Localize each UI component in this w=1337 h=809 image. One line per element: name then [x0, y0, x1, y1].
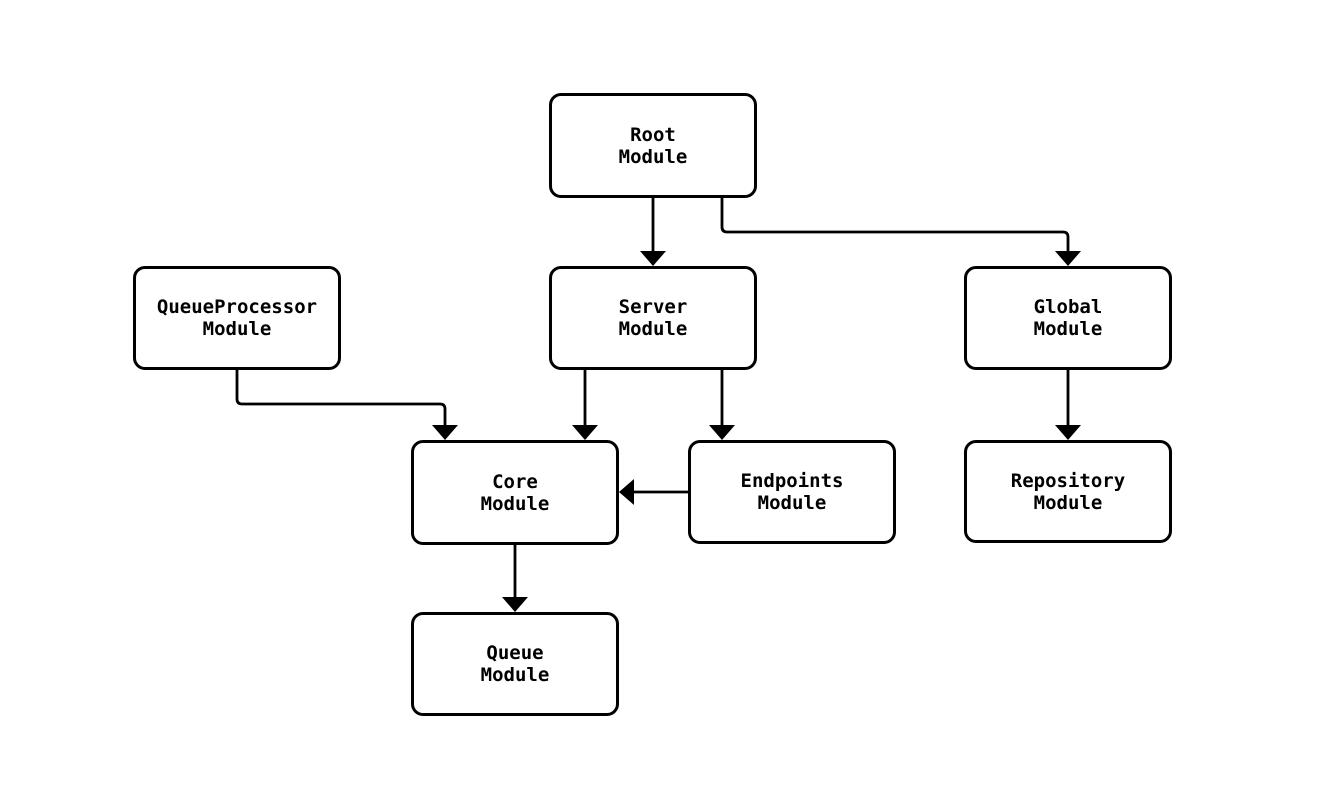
edge-global-to-repository-arrowhead — [1055, 425, 1081, 440]
node-root-module-label: Root Module — [618, 123, 688, 168]
node-global-module-label: Global Module — [1033, 296, 1103, 340]
edge-core-to-queue-arrowhead — [502, 597, 528, 612]
node-core-module-label: Core Module — [480, 470, 550, 515]
edge-server-to-endpoints — [709, 370, 735, 440]
edge-root-to-server-arrowhead — [640, 251, 666, 266]
node-server-module-label: Server Module — [618, 296, 688, 340]
edge-server-to-core-arrowhead — [572, 425, 598, 440]
node-endpoints-module: Endpoints Module — [688, 440, 896, 544]
node-queueprocessor-module: QueueProcessor Module — [133, 266, 341, 370]
edge-server-to-endpoints-arrowhead — [709, 425, 735, 440]
edge-endpoints-to-core-arrowhead — [619, 479, 634, 505]
edge-queueprocessor-to-core-arrowhead — [432, 425, 458, 440]
edge-core-to-queue — [502, 545, 528, 612]
edge-root-to-global-line — [720, 198, 1070, 253]
node-repository-module-label: Repository Module — [1010, 469, 1126, 514]
edge-root-to-server — [640, 198, 666, 266]
edge-queueprocessor-to-core-line — [235, 370, 447, 427]
edge-server-to-core — [572, 370, 598, 440]
node-repository-module: Repository Module — [964, 440, 1172, 543]
edge-root-to-global-arrowhead — [1055, 251, 1081, 266]
node-root-module: Root Module — [549, 93, 757, 198]
node-endpoints-module-label: Endpoints Module — [740, 470, 844, 514]
node-queue-module-label: Queue Module — [480, 642, 550, 686]
edge-global-to-repository — [1055, 370, 1081, 440]
edge-endpoints-to-core — [619, 479, 688, 505]
edge-root-to-global — [720, 198, 1081, 266]
node-server-module: Server Module — [549, 266, 757, 370]
node-global-module: Global Module — [964, 266, 1172, 370]
edge-queueprocessor-to-core — [235, 370, 458, 440]
node-core-module: Core Module — [411, 440, 619, 545]
node-queue-module: Queue Module — [411, 612, 619, 716]
node-queueprocessor-module-label: QueueProcessor Module — [156, 296, 318, 340]
